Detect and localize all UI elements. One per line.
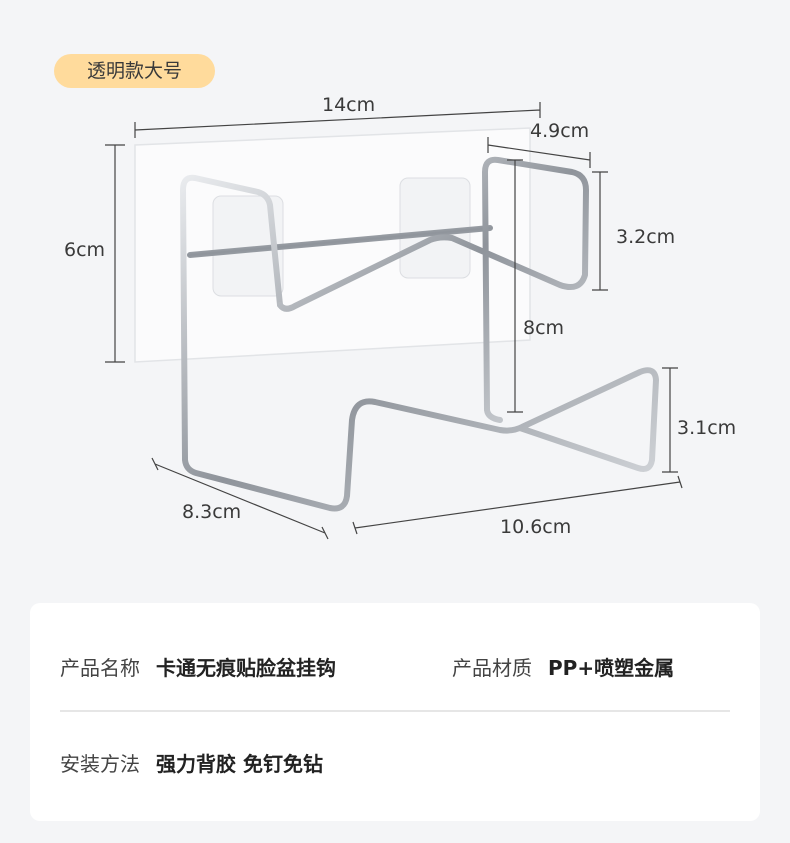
dim-total-height: 8cm xyxy=(523,317,565,339)
dim-plate-height: 6cm xyxy=(64,239,106,261)
variant-badge: 透明款大号 xyxy=(54,54,215,88)
dim-bottom-width: 10.6cm xyxy=(500,516,572,538)
spec-product-name: 产品名称卡通无痕贴脸盆挂钩 xyxy=(60,652,336,681)
dim-top-loop-height: 3.2cm xyxy=(616,226,676,248)
spec-card: 产品名称卡通无痕贴脸盆挂钩 产品材质 PP+喷塑金属 安装方法强力背胶 免钉免钻 xyxy=(30,603,760,821)
spec-material: 产品材质 PP+喷塑金属 xyxy=(452,652,674,681)
spec-value: 卡通无痕贴脸盆挂钩 xyxy=(156,656,336,680)
product-illustration xyxy=(105,102,683,540)
dim-bottom-loop-height: 3.1cm xyxy=(677,417,737,439)
spec-value: PP+喷塑金属 xyxy=(548,656,675,680)
dim-depth-top: 4.9cm xyxy=(530,120,590,142)
wire-hook xyxy=(180,156,659,512)
spec-label: 产品名称 xyxy=(60,656,140,680)
spec-label: 产品材质 xyxy=(452,656,532,680)
dim-bottom-depth: 8.3cm xyxy=(182,501,242,523)
spec-installation: 安装方法强力背胶 免钉免钻 xyxy=(60,748,323,777)
dimension-lines xyxy=(105,102,683,540)
divider xyxy=(60,710,730,712)
spec-value: 强力背胶 免钉免钻 xyxy=(156,752,323,776)
spec-label: 安装方法 xyxy=(60,752,140,776)
dim-width-total: 14cm xyxy=(322,94,376,116)
